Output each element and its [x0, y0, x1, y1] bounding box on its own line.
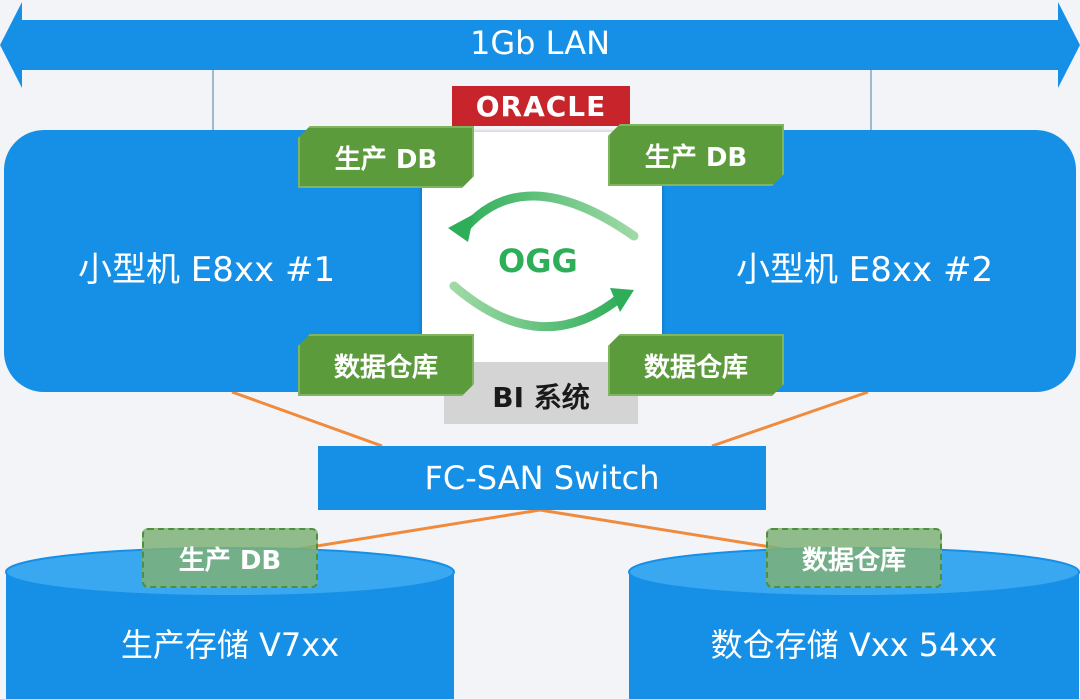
storage-tag-prod-db-label: 生产 DB: [178, 545, 282, 576]
server-label-1: 小型机 E8xx #1: [78, 250, 336, 290]
oracle-logo: ORACLE: [452, 86, 630, 126]
lan-bus-arrow: [0, 2, 1080, 88]
ogg-sync-icon: [448, 191, 639, 332]
storage-cylinder-1: [5, 547, 455, 699]
storage-tag-dw-label: 数据仓库: [801, 545, 906, 576]
fc-san-switch: FC-SAN Switch: [318, 446, 766, 510]
prod-db-tag-left-label: 生产 DB: [334, 144, 438, 175]
storage-tag-dw: 数据仓库: [766, 528, 942, 588]
server-label-2: 小型机 E8xx #2: [736, 250, 994, 290]
prod-db-tag-left: 生产 DB: [298, 126, 474, 188]
fc-san-switch-label: FC-SAN Switch: [424, 459, 660, 497]
dw-tag-right: 数据仓库: [608, 334, 784, 396]
ogg-label: OGG: [498, 242, 578, 280]
bi-system-box: BI 系统: [444, 362, 638, 424]
prod-db-tag-right-label: 生产 DB: [644, 142, 748, 173]
lan-label: 1Gb LAN: [469, 24, 611, 62]
bi-system-label: BI 系统: [492, 381, 590, 414]
dw-tag-left-label: 数据仓库: [333, 352, 438, 383]
storage-tag-prod-db: 生产 DB: [142, 528, 318, 588]
fc-link-server1: [231, 390, 383, 448]
storage-label-1: 生产存储 V7xx: [120, 626, 340, 664]
storage-label-2: 数仓存储 Vxx 54xx: [710, 626, 998, 664]
oracle-logo-text: ORACLE: [475, 89, 607, 123]
fc-link-server2: [711, 390, 869, 448]
dw-tag-left: 数据仓库: [298, 334, 474, 396]
dw-tag-right-label: 数据仓库: [643, 352, 748, 383]
prod-db-tag-right: 生产 DB: [608, 124, 784, 186]
